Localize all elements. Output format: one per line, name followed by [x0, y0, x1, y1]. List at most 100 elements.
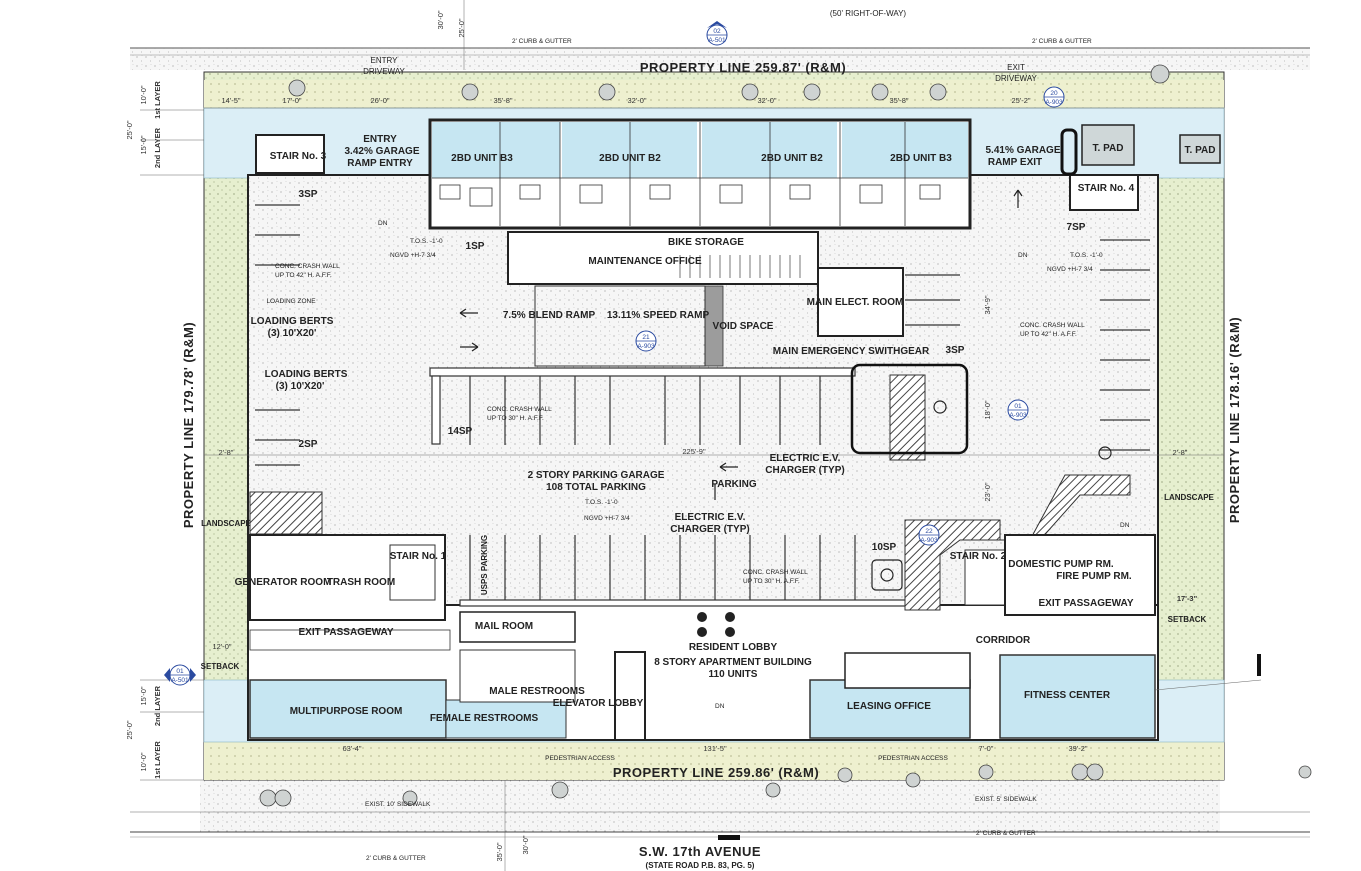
property-line-top: PROPERTY LINE 259.87' (R&M) — [640, 60, 846, 75]
void-space-label: VOID SPACE — [713, 321, 774, 332]
entry-ramp-2: 3.42% GARAGE — [344, 146, 419, 157]
dn-label-1: DN — [378, 220, 388, 227]
street-top — [130, 48, 1310, 70]
arrow-left-1 — [459, 308, 478, 318]
parking-10sp: 10SP — [872, 542, 897, 553]
dim-25-top: 25'-0" — [125, 120, 134, 139]
accessible-parking-icon — [933, 400, 947, 414]
dim-18-0: 18'-0" — [983, 400, 992, 419]
exit-ramp-2: RAMP EXIT — [988, 157, 1042, 168]
yellow-buffer-top — [204, 80, 1224, 108]
exit-driveway-1: EXIT — [1007, 63, 1025, 72]
mail-room-label: MAIL ROOM — [475, 621, 533, 632]
curb-bottom-left: 2' CURB & GUTTER — [366, 855, 426, 862]
pedestrian-access-2: PEDESTRIAN ACCESS — [878, 755, 948, 762]
exit-ramp-1: 5.41% GARAGE — [985, 145, 1060, 156]
t-pad-2-label: T. PAD — [1185, 145, 1216, 156]
layer-2-bottom: 2nd LAYER — [153, 685, 162, 726]
corridor-label: CORRIDOR — [976, 635, 1031, 646]
dim-39-2: 39'-2" — [1068, 744, 1087, 753]
dn-label-3: DN — [1120, 522, 1130, 529]
crash-wall-m2-1: CONC. CRASH WALL — [743, 569, 808, 576]
speed-ramp-label: 13.11% SPEED RAMP — [607, 310, 710, 321]
property-line-left: PROPERTY LINE 179.78' (R&M) — [181, 322, 196, 528]
accessible-parking-icon-3 — [871, 559, 903, 591]
tag-4-ref: A-903 — [1009, 412, 1027, 419]
tos-3-line-2: NGVD +H-7 3/4 — [584, 515, 630, 522]
tos-1-line-1: T.O.S. -1'-0 — [410, 238, 443, 245]
loading-berts-1-line-1: LOADING BERTS — [251, 316, 334, 327]
dim-17-3: 17'-3" — [1177, 594, 1198, 603]
parking-3sp-left: 3SP — [299, 189, 318, 200]
parking-1sp: 1SP — [466, 241, 485, 252]
dim-30-0-top: 30'-0" — [436, 10, 445, 29]
dim-15-top: 15'-0" — [139, 135, 148, 154]
female-restrooms-label: FEMALE RESTROOMS — [430, 713, 539, 724]
dim-35-0-bottom: 35'-0" — [495, 842, 504, 861]
dim-35-8-right: 35'-8" — [889, 96, 908, 105]
tos-2-line-2: NGVD +H-7 3/4 — [1047, 266, 1093, 273]
dim-225-9: 225'-9" — [682, 447, 706, 456]
street-subtitle: (STATE ROAD P.B. 83, PG. 5) — [646, 861, 755, 870]
loading-zone-label: LOADING ZONE — [266, 298, 316, 305]
dim-25-2: 25'-2" — [1011, 96, 1030, 105]
entry-driveway-1: ENTRY — [371, 56, 399, 65]
parking-14sp: 14SP — [448, 426, 473, 437]
unit-b2-left: 2BD UNIT B2 — [599, 153, 661, 164]
tag-3-ref: A-903 — [637, 343, 655, 350]
garage-label-2: 108 TOTAL PARKING — [546, 482, 646, 493]
dim-15-bottom: 15'-0" — [139, 686, 148, 705]
parking-2sp: 2SP — [299, 439, 318, 450]
right-of-way-label: (50' RIGHT-OF-WAY) — [830, 9, 907, 18]
arrow-left-2 — [719, 462, 738, 472]
sidewalk-right: EXIST. 5' SIDEWALK — [975, 796, 1037, 803]
dim-32-0-left: 32'-0" — [627, 96, 646, 105]
parking-direction-label: PARKING — [711, 479, 757, 490]
blend-ramp-label: 7.5% BLEND RAMP — [503, 310, 596, 321]
maintenance-office-label: MAINTENANCE OFFICE — [588, 256, 702, 267]
crash-wall-tl-1: CONC. CRASH WALL — [275, 263, 340, 270]
parking-3sp-right: 3SP — [946, 345, 965, 356]
dn-label-4: DN — [715, 703, 725, 710]
arrow-right-1 — [460, 342, 479, 352]
crash-wall-m1-2: UP TO 30" H. A.F.F. — [487, 415, 544, 422]
tag-5-num: 22 — [925, 528, 933, 535]
ev-charger-2-line-1: ELECTRIC E.V. — [675, 512, 746, 523]
tag-1-num: 02 — [713, 28, 721, 35]
dn-label-2: DN — [1018, 252, 1028, 259]
curb-bottom-right: 2' CURB & GUTTER — [976, 830, 1036, 837]
exit-passageway-right: EXIT PASSAGEWAY — [1038, 598, 1133, 609]
tos-2-line-1: T.O.S. -1'-0 — [1070, 252, 1103, 259]
dim-30-0-bottom: 30'-0" — [521, 835, 530, 854]
dim-7-0: 7'-0" — [979, 744, 994, 753]
dim-63-4: 63'-4" — [342, 744, 361, 753]
tag-4-num: 01 — [1014, 403, 1022, 410]
switchgear-label: MAIN EMERGENCY SWITHGEAR — [773, 346, 930, 357]
tag-3-num: 21 — [642, 334, 650, 341]
unit-b3-right: 2BD UNIT B3 — [890, 153, 952, 164]
ev-charger-1-line-2: CHARGER (TYP) — [765, 465, 844, 476]
generator-room-label: GENERATOR ROOM — [235, 577, 332, 588]
dim-34-9: 34'-9" — [983, 295, 992, 314]
dim-17-0: 17'-0" — [282, 96, 301, 105]
stair-4-label: STAIR No. 4 — [1078, 183, 1135, 194]
entry-ramp-1: ENTRY — [363, 134, 397, 145]
sidewalk-left: EXIST. 10' SIDEWALK — [365, 801, 431, 808]
crash-wall-m2-2: UP TO 30" H. A.F.F. — [743, 578, 800, 585]
exit-passageway-left: EXIT PASSAGEWAY — [298, 627, 393, 638]
stair-3-label: STAIR No. 3 — [270, 151, 327, 162]
property-line-right: PROPERTY LINE 178.16' (R&M) — [1227, 317, 1242, 523]
building-label-1: 8 STORY APARTMENT BUILDING — [654, 657, 812, 668]
tos-1-line-2: NGVD +H-7 3/4 — [390, 252, 436, 259]
dim-12-0: 12'-0" — [212, 642, 231, 651]
elevator-lobby-label: ELEVATOR LOBBY — [553, 698, 644, 709]
layer-1-top: 1st LAYER — [153, 81, 162, 119]
dim-2-8-left: 2'-8" — [219, 448, 234, 457]
entry-ramp-3: RAMP ENTRY — [347, 158, 413, 169]
resident-lobby-label: RESIDENT LOBBY — [689, 642, 778, 653]
male-restrooms-label: MALE RESTROOMS — [489, 686, 585, 697]
tag-5-ref: A-903 — [920, 537, 938, 544]
tag-2-ref: A-903 — [1045, 99, 1063, 106]
exit-driveway-2: DRIVEWAY — [995, 74, 1037, 83]
